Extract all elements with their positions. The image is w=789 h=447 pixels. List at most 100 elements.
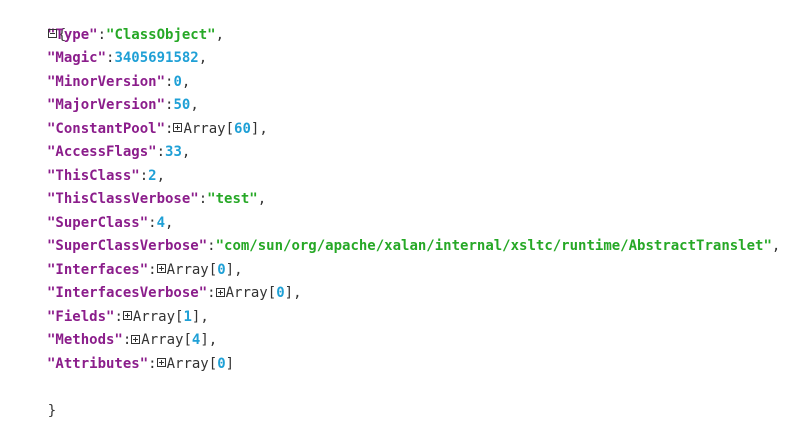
colon: : <box>97 26 107 43</box>
array-count: 0 <box>217 355 226 372</box>
root-open-line: { <box>14 0 789 43</box>
comma: , <box>165 214 174 231</box>
json-key: "Type" <box>47 26 98 43</box>
colon: : <box>106 50 115 66</box>
colon: : <box>148 261 157 278</box>
expand-toggle-icon[interactable] <box>173 123 183 132</box>
json-number-value: 4 <box>156 214 166 231</box>
json-key: "Fields" <box>47 308 115 325</box>
colon: : <box>165 97 174 113</box>
array-count: 0 <box>217 261 226 278</box>
json-row: "ThisClass":2, <box>14 165 789 189</box>
comma: , <box>259 120 268 137</box>
colon: : <box>114 308 123 325</box>
json-row: "Methods": Array[4], <box>14 329 789 353</box>
colon: : <box>148 214 157 231</box>
json-row: "Attributes": Array[0] <box>14 353 789 377</box>
json-number-value: 3405691582 <box>114 50 199 66</box>
array-count: 60 <box>234 120 251 137</box>
array-label[interactable]: Array <box>183 120 226 137</box>
json-row: "ConstantPool":Array[60], <box>14 118 789 142</box>
array-open-bracket: [ <box>183 332 192 348</box>
open-brace: { <box>57 26 67 43</box>
json-row: "AccessFlags":33, <box>14 141 789 165</box>
colon: : <box>156 144 166 160</box>
colon: : <box>198 191 208 207</box>
array-close-bracket: ] <box>225 355 235 372</box>
colon: : <box>207 238 216 254</box>
comma: , <box>208 332 218 348</box>
json-key: "Interfaces" <box>47 261 149 278</box>
json-string-value: "ClassObject" <box>106 26 216 43</box>
array-label[interactable]: Array <box>132 308 176 325</box>
comma: , <box>215 26 225 43</box>
array-label[interactable]: Array <box>166 261 209 278</box>
array-open-bracket: [ <box>208 355 218 372</box>
collapse-toggle-icon[interactable] <box>47 29 57 38</box>
colon: : <box>139 167 149 184</box>
json-row: "SuperClass":4, <box>14 212 789 236</box>
array-close-bracket: ] <box>200 332 209 348</box>
comma: , <box>198 50 208 66</box>
expand-toggle-icon[interactable] <box>156 358 166 367</box>
json-row: "SuperClassVerbose":"com/sun/org/apache/… <box>14 235 789 259</box>
array-count: 4 <box>191 332 201 348</box>
comma: , <box>293 285 302 301</box>
json-key: "ConstantPool" <box>47 120 166 137</box>
expand-toggle-icon[interactable] <box>215 287 225 297</box>
json-rows: "Type":"ClassObject","Magic":3405691582,… <box>14 24 789 377</box>
json-key: "Attributes" <box>47 355 149 372</box>
array-close-bracket: ] <box>191 308 201 325</box>
json-number-value: 0 <box>173 73 182 90</box>
comma: , <box>190 97 199 113</box>
json-row: "InterfacesVerbose":Array[0], <box>14 282 789 306</box>
json-row: "MajorVersion":50, <box>14 94 789 118</box>
json-key: "Methods" <box>47 332 123 348</box>
json-key: "ThisClassVerbose" <box>47 191 199 207</box>
close-brace: } <box>47 402 57 419</box>
expand-toggle-icon[interactable] <box>131 334 141 344</box>
colon: : <box>207 285 216 301</box>
comma: , <box>181 144 191 160</box>
json-key: "InterfacesVerbose" <box>47 285 208 301</box>
json-number-value: 2 <box>148 167 157 184</box>
array-close-bracket: ] <box>225 261 235 278</box>
array-label[interactable]: Array <box>141 332 184 348</box>
array-label[interactable]: Array <box>225 285 268 301</box>
array-count: 0 <box>276 285 285 301</box>
json-row: "Type":"ClassObject", <box>14 24 789 48</box>
json-string-value: "com/sun/org/apache/xalan/internal/xsltc… <box>215 238 772 254</box>
colon: : <box>165 73 174 90</box>
json-key: "MinorVersion" <box>47 73 166 90</box>
array-count: 1 <box>183 308 192 325</box>
array-open-bracket: [ <box>208 261 218 278</box>
json-key: "SuperClassVerbose" <box>47 238 208 254</box>
comma: , <box>234 261 243 278</box>
json-row: "MinorVersion":0, <box>14 71 789 95</box>
colon: : <box>122 332 132 348</box>
array-label[interactable]: Array <box>166 355 209 372</box>
json-row: "Fields": Array[1], <box>14 306 789 330</box>
comma: , <box>156 167 166 184</box>
json-number-value: 33 <box>165 144 182 160</box>
array-open-bracket: [ <box>267 285 277 301</box>
comma: , <box>771 238 781 254</box>
json-row: "ThisClassVerbose":"test", <box>14 188 789 212</box>
comma: , <box>257 191 267 207</box>
array-open-bracket: [ <box>225 120 235 137</box>
json-key: "Magic" <box>47 50 107 66</box>
json-number-value: 50 <box>173 97 191 113</box>
json-key: "SuperClass" <box>47 214 149 231</box>
json-string-value: "test" <box>207 191 258 207</box>
json-row: "Magic":3405691582, <box>14 47 789 71</box>
array-open-bracket: [ <box>175 308 184 325</box>
colon: : <box>165 120 174 137</box>
json-row: "Interfaces": Array[0], <box>14 259 789 283</box>
expand-toggle-icon[interactable] <box>156 264 166 273</box>
json-viewer: { "Type":"ClassObject","Magic":340569158… <box>14 0 789 419</box>
json-key: "MajorVersion" <box>47 97 166 113</box>
comma: , <box>200 308 209 325</box>
expand-toggle-icon[interactable] <box>122 311 132 320</box>
colon: : <box>148 355 157 372</box>
comma: , <box>181 73 191 90</box>
